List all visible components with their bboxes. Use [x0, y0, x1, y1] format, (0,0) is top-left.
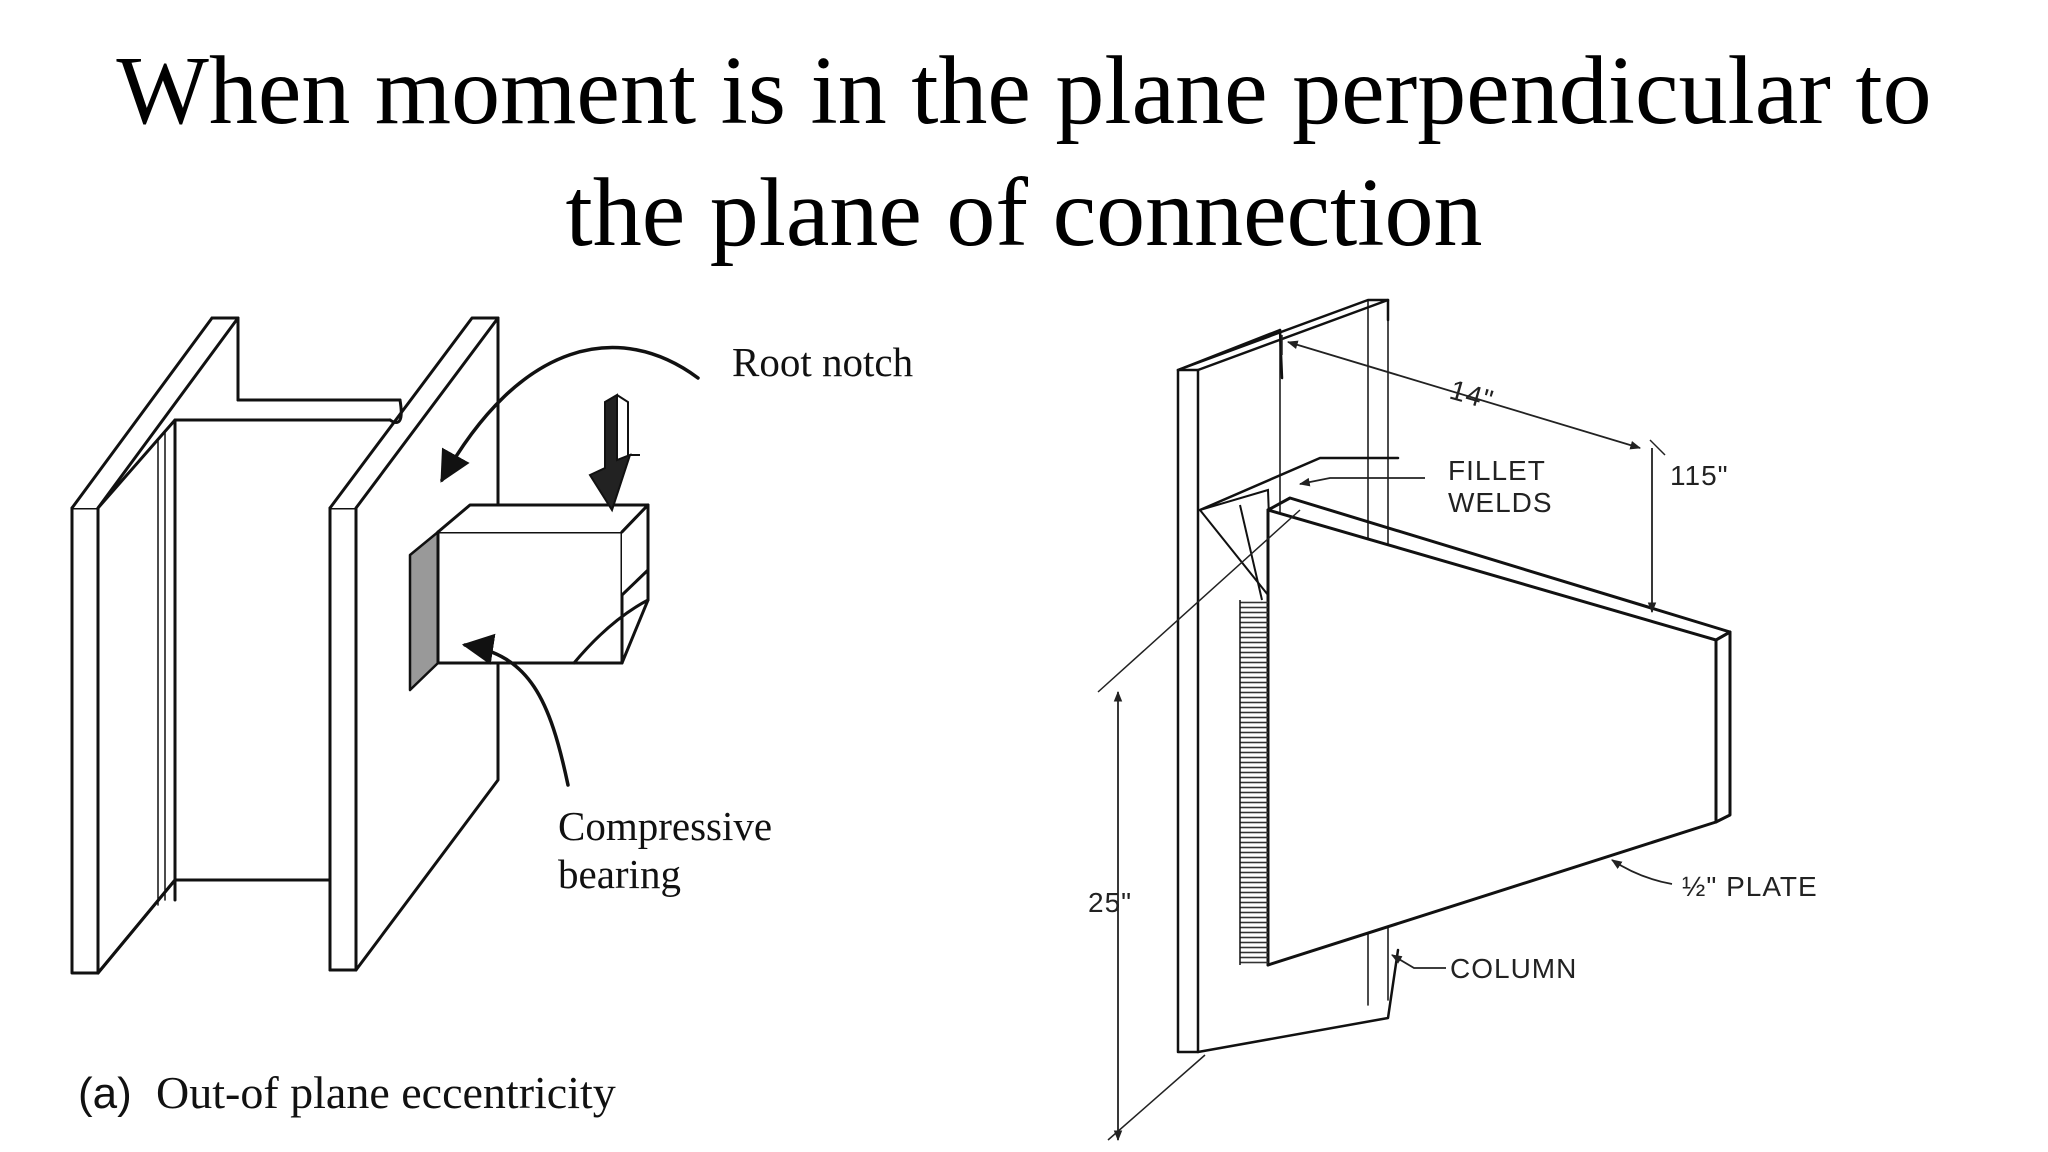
compressive-label-line1: Compressive [558, 803, 772, 849]
bracket-block [408, 503, 650, 692]
root-notch-label: Root notch [732, 339, 913, 385]
caption-prefix: (a) [78, 1069, 132, 1118]
ibeam-bracket-figure: Root notch Compressive bearing (a) Out-o… [70, 316, 913, 1118]
column-label: COLUMN [1450, 953, 1577, 984]
fillet-label-line2: WELDS [1448, 487, 1553, 518]
column-callout: COLUMN [1391, 953, 1577, 984]
ibeam-outline [70, 316, 500, 975]
caption-text: Out-of plane eccentricity [156, 1067, 616, 1118]
fillet-label-line1: FILLET [1448, 455, 1546, 486]
compressive-bearing-arrow [461, 633, 570, 787]
dimension-top: 14" [1281, 335, 1666, 456]
dimension-right: 115" [1647, 448, 1729, 614]
load-arrow-icon [588, 393, 640, 513]
dim-height-label: 25" [1088, 887, 1132, 918]
title-line-2: the plane of connection [565, 159, 1483, 267]
compressive-label-line2: bearing [558, 851, 681, 897]
dimension-height: 25" [1088, 509, 1301, 1142]
plate-label: ½" PLATE [1682, 871, 1818, 902]
weld-hatching [1240, 600, 1268, 965]
dim-top-label: 14" [1446, 374, 1497, 416]
plate-callout: ½" PLATE [1611, 859, 1818, 902]
column-plate-figure: 14" 115" FILLET WELDS 25" ½" PLATE [1088, 298, 1818, 1142]
fillet-welds-callout: FILLET WELDS [1298, 455, 1553, 518]
tapered-plate [1266, 496, 1732, 967]
title-line-1: When moment is in the plane perpendicula… [116, 37, 1932, 145]
dim-right-label: 115" [1670, 460, 1729, 491]
root-notch-arrow [440, 345, 700, 483]
slide-title: When moment is in the plane perpendicula… [0, 30, 2048, 274]
